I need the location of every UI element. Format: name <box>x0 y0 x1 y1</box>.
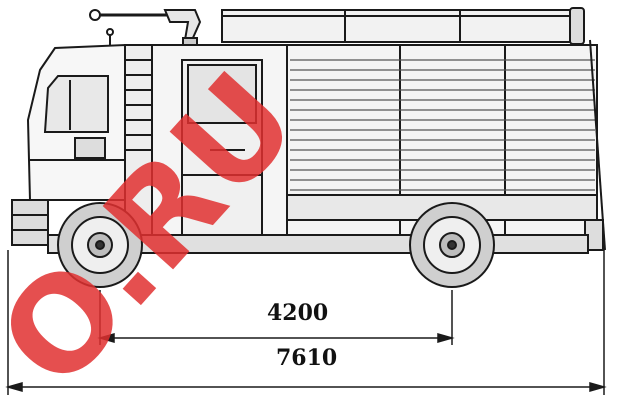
water-cannon <box>89 9 202 47</box>
cab <box>11 43 126 246</box>
fire-truck <box>11 7 606 288</box>
front-column <box>124 44 153 246</box>
wheelbase-arrow-right <box>437 333 455 343</box>
rear-wheel <box>409 202 495 288</box>
wheelbase-arrow-left <box>97 333 115 343</box>
wheelbase-label: 4200 <box>267 300 328 326</box>
overall-length-label: 7610 <box>276 345 337 371</box>
roof-equipment <box>221 7 585 45</box>
overall-length-arrow-left <box>5 382 23 392</box>
crew-cabin <box>151 44 288 251</box>
overall-length-arrow-right <box>589 382 607 392</box>
dimension-lines <box>5 250 607 395</box>
front-wheel <box>57 202 143 288</box>
